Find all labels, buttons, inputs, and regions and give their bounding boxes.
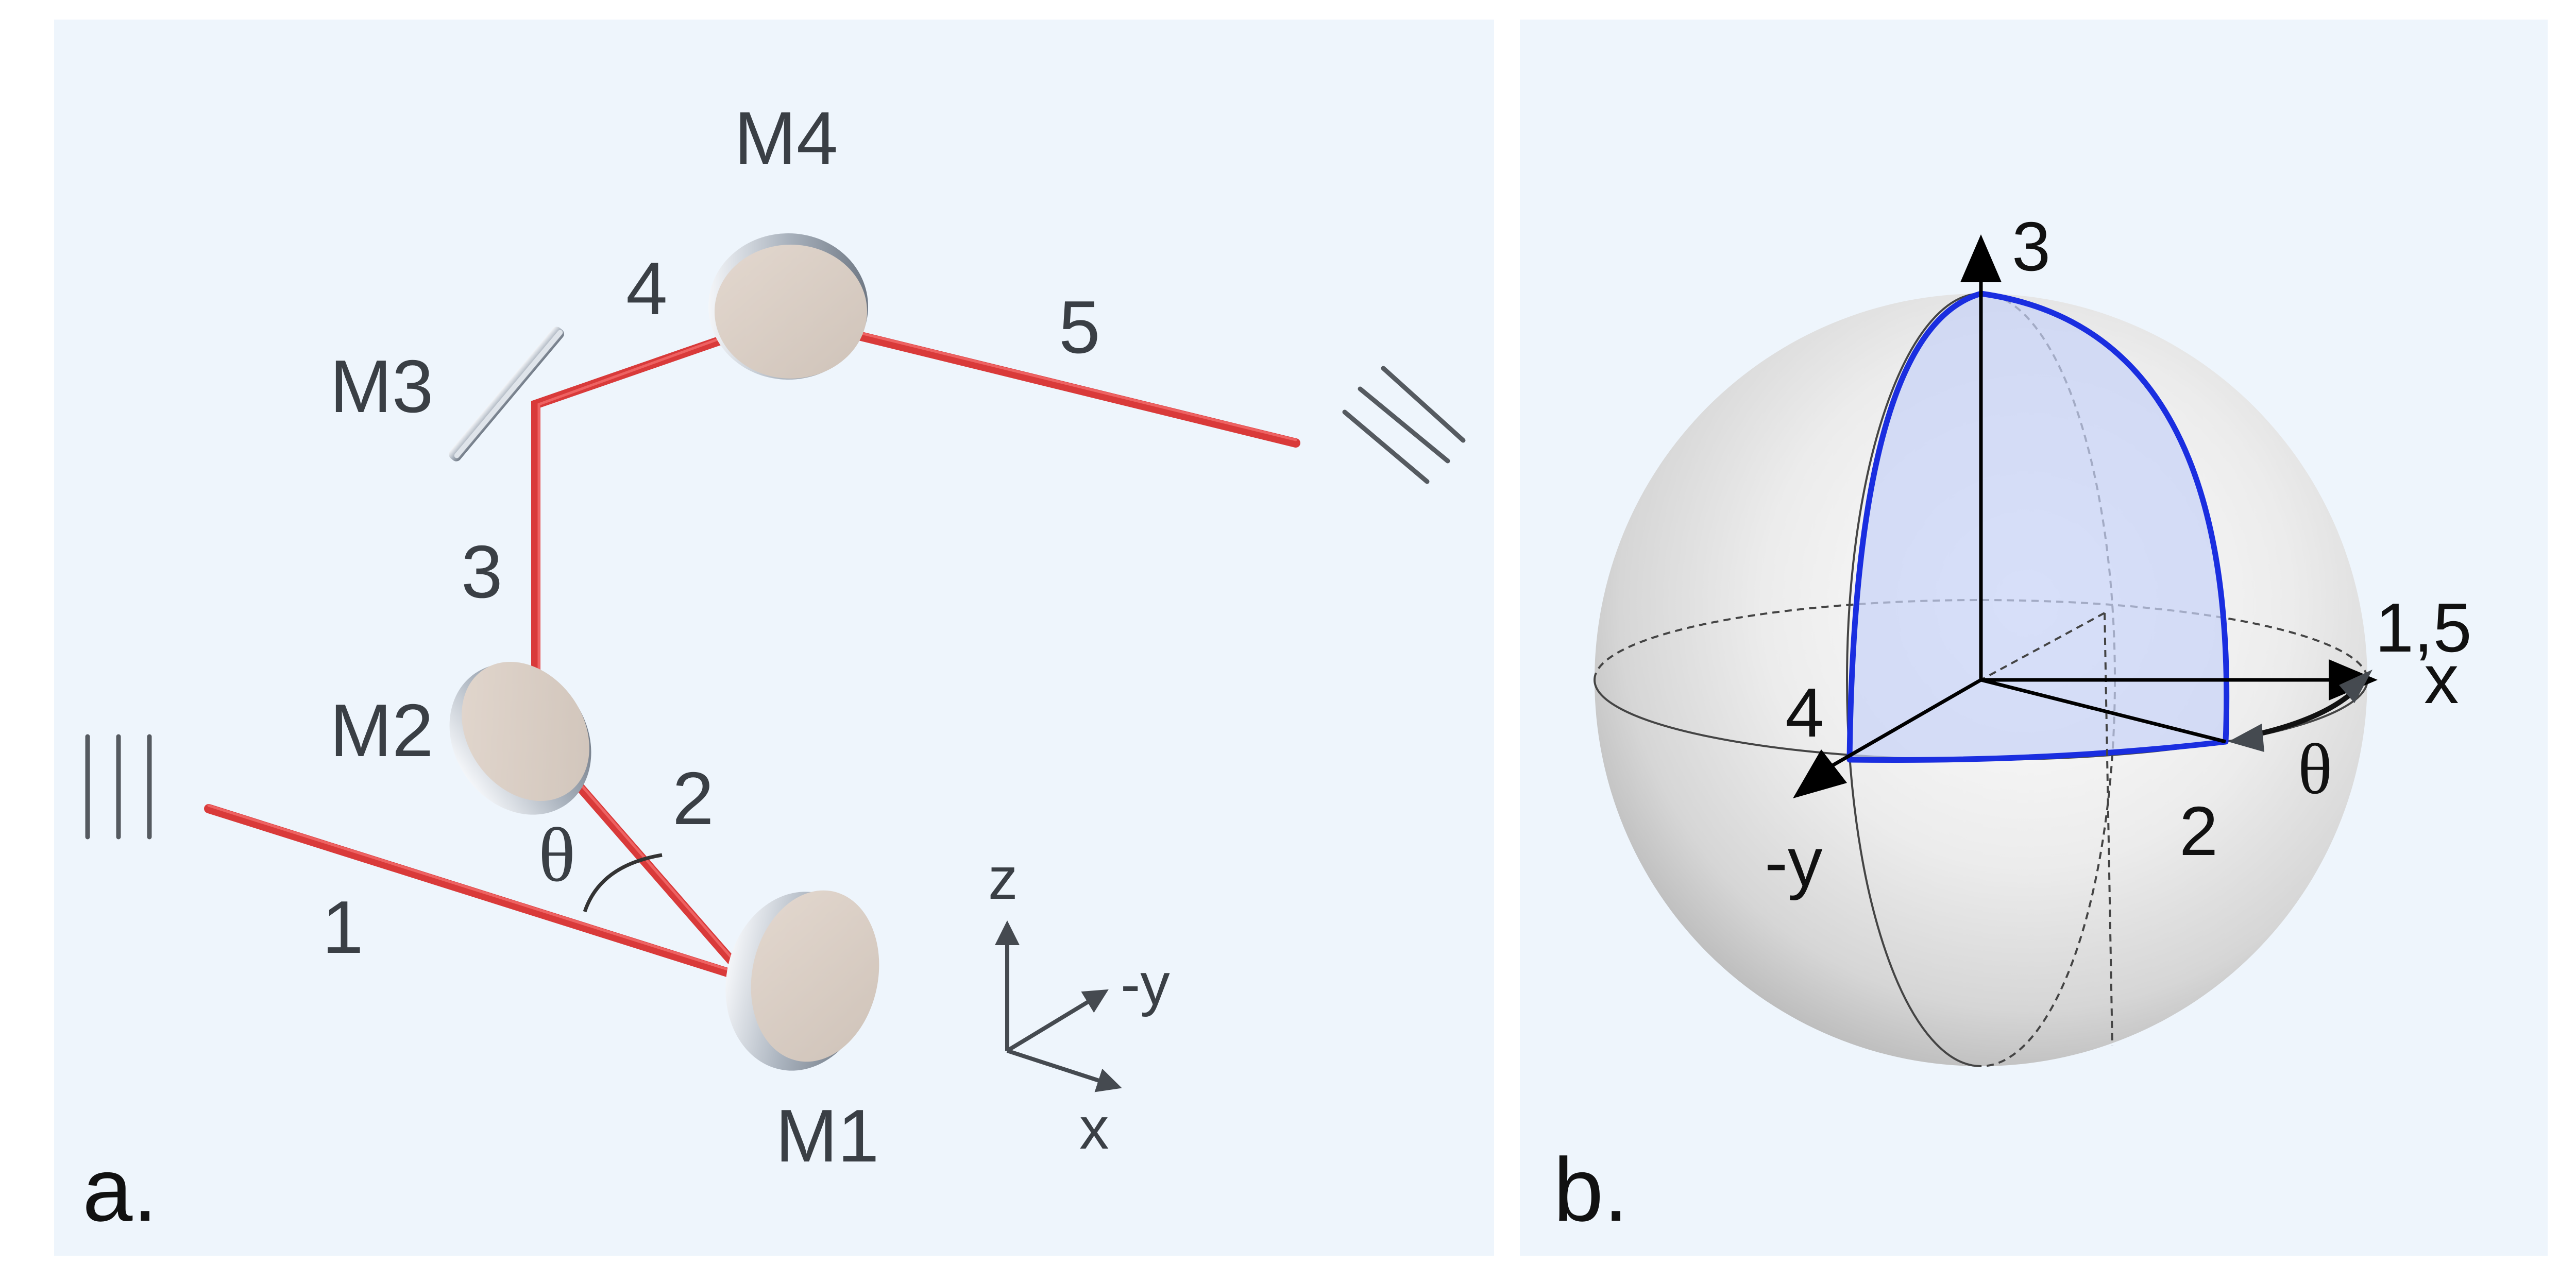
panel-b-label: b. bbox=[1553, 1140, 1629, 1240]
equator-back bbox=[1594, 599, 2368, 680]
sphere-axes bbox=[1793, 234, 2378, 798]
segment-1-label: 1 bbox=[322, 885, 364, 969]
segment-3-label: 3 bbox=[461, 530, 503, 613]
theta-arc bbox=[583, 853, 663, 913]
segment-2-label: 2 bbox=[672, 757, 714, 840]
panel-a-label: a. bbox=[82, 1140, 158, 1240]
point-2-label: 2 bbox=[2179, 792, 2218, 870]
segment-4-label: 4 bbox=[626, 247, 668, 330]
axes-triad bbox=[995, 920, 1122, 1092]
axis-x-label: x bbox=[1079, 1096, 1109, 1161]
mirror-m1-label: M1 bbox=[775, 1094, 879, 1177]
theta-label: θ bbox=[538, 812, 575, 898]
mirror-m2 bbox=[449, 661, 591, 815]
panel-a-background bbox=[54, 20, 1494, 1256]
point-15-label: 1,5 bbox=[2375, 589, 2472, 666]
theta-arrowhead-left bbox=[2228, 724, 2264, 752]
point-4-label: 4 bbox=[1785, 674, 1824, 751]
laser-beam bbox=[204, 313, 1300, 988]
theta-arrowhead-right bbox=[2339, 670, 2372, 703]
mirror-m3-label: M3 bbox=[330, 345, 433, 428]
axis-x-label-b: x bbox=[2424, 640, 2459, 718]
axis-3-arrowhead bbox=[1960, 234, 2002, 282]
meridian-front bbox=[1846, 293, 1981, 1067]
mirror-m2-label: M2 bbox=[330, 689, 433, 772]
point-3-label: 3 bbox=[2012, 208, 2050, 285]
mirror-m4 bbox=[708, 233, 868, 380]
right-grating-icon bbox=[1342, 366, 1466, 484]
mirror-m1 bbox=[725, 890, 879, 1071]
panel-a: M4 M3 M2 M1 4 5 3 2 1 θ z -y x a. bbox=[54, 20, 1494, 1256]
axis-neg-y-arrowhead bbox=[1793, 749, 1847, 798]
panel-b: 3 1,5 x 4 -y 2 θ b. bbox=[1520, 20, 2548, 1256]
mirror-m3 bbox=[449, 327, 564, 461]
segment-5-label: 5 bbox=[1059, 285, 1100, 369]
axis-neg-y-label-b: -y bbox=[1765, 823, 1823, 901]
theta-label-b: θ bbox=[2298, 729, 2332, 809]
blue-surface-patch bbox=[1850, 294, 2227, 760]
axis-z-label: z bbox=[988, 846, 1018, 912]
left-grating-icon bbox=[85, 734, 152, 840]
blue-path-outline bbox=[1846, 290, 2230, 763]
inner-guide-dashes bbox=[1980, 612, 2113, 1046]
axis-neg-y-label: -y bbox=[1121, 951, 1170, 1017]
mirror-m4-label: M4 bbox=[734, 96, 838, 180]
